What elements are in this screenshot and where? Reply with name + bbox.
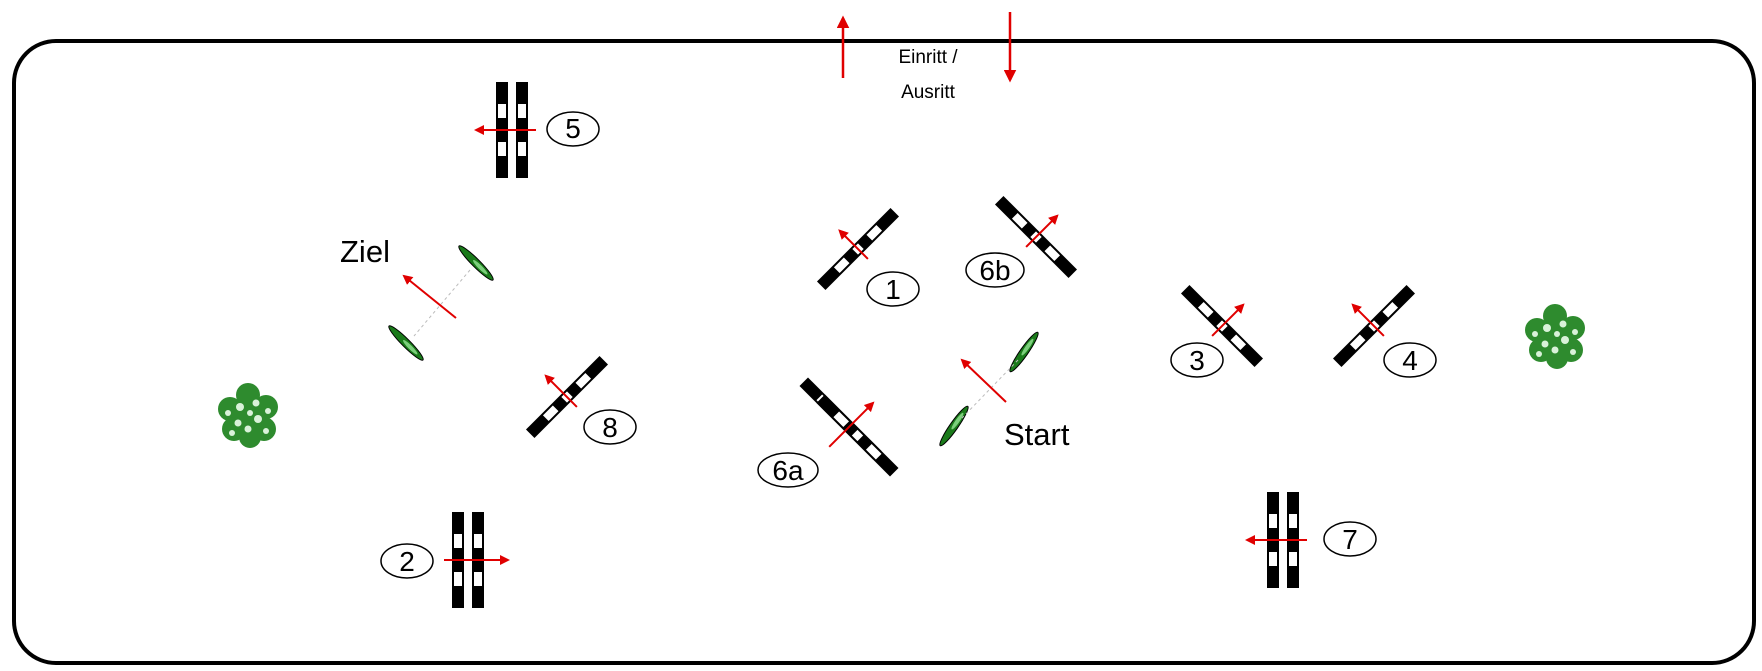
obstacle-label-1: 1 — [885, 274, 901, 305]
obstacle-3 — [1180, 284, 1264, 368]
start-line — [936, 329, 1042, 449]
obstacle-label-8: 8 — [602, 412, 618, 443]
obstacle-5 — [474, 82, 536, 178]
bush-icon — [1525, 304, 1585, 369]
obstacle-8 — [525, 355, 609, 439]
obstacle-label-6a: 6a — [772, 455, 804, 486]
obstacle-label-7: 7 — [1342, 524, 1358, 555]
obstacle-6a — [799, 377, 899, 477]
entrance-label-line2: Ausritt — [901, 82, 956, 103]
start-label: Start — [1004, 417, 1070, 452]
obstacle-7 — [1245, 492, 1307, 588]
arena-border — [12, 39, 1756, 665]
obstacle-1 — [816, 207, 900, 291]
obstacle-label-4: 4 — [1402, 345, 1418, 376]
obstacle-label-6b: 6b — [979, 255, 1010, 286]
obstacle-4 — [1332, 284, 1416, 368]
obstacle-label-3: 3 — [1189, 345, 1205, 376]
obstacle-2 — [444, 512, 510, 608]
bush-icon — [218, 383, 278, 448]
obstacle-label-2: 2 — [399, 546, 415, 577]
obstacle-label-5: 5 — [565, 113, 581, 144]
finish-line — [385, 242, 497, 364]
obstacle-6b — [994, 195, 1078, 279]
finish-label: Ziel — [340, 234, 390, 269]
entrance-label-line1: Einritt / — [898, 47, 958, 68]
